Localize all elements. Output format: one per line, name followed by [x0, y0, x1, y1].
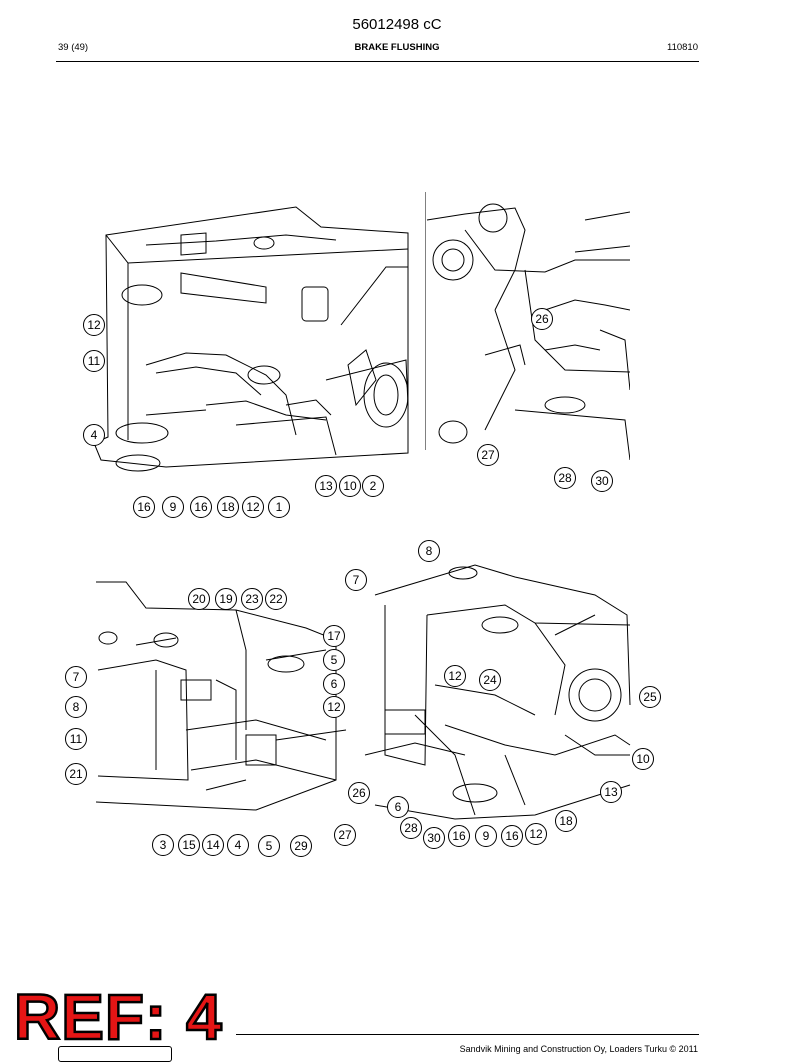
ref-stamp: REF: 4: [13, 981, 223, 1053]
callout-top-left-16b: 16: [190, 496, 212, 518]
header-rule: [56, 61, 699, 62]
document-code: 56012498 cC: [352, 16, 442, 33]
callout-top-right-28: 28: [554, 467, 576, 489]
callout-bottom-left-14: 14: [202, 834, 224, 856]
callout-top-left-12b: 12: [242, 496, 264, 518]
figure-bottom-left: [96, 580, 356, 820]
machine-drawing-top-right: [425, 190, 630, 465]
callout-bottom-left-4: 4: [227, 834, 249, 856]
footer-company-text: Sandvik Mining and Construction Oy, Load…: [459, 1044, 698, 1054]
machine-drawing-bottom-left: [96, 580, 356, 820]
callout-bottom-left-15: 15: [178, 834, 200, 856]
callout-top-right-30: 30: [591, 470, 613, 492]
callout-bottom-right-10: 10: [632, 748, 654, 770]
callout-bottom-left-3: 3: [152, 834, 174, 856]
footer-rule: [236, 1034, 699, 1035]
callout-top-left-9: 9: [162, 496, 184, 518]
callout-top-left-1: 1: [268, 496, 290, 518]
figure-top-left: [86, 205, 411, 495]
callout-bottom-left-29: 29: [290, 835, 312, 857]
figure-top-right: [425, 190, 630, 465]
machine-drawing-top-left: [86, 205, 409, 472]
page-number: 39 (49): [58, 42, 89, 53]
machine-drawing-bottom-right: [355, 555, 635, 830]
date-code: 110810: [667, 42, 698, 53]
callout-top-left-16a: 16: [133, 496, 155, 518]
callout-bottom-left-21: 21: [65, 763, 87, 785]
callout-bottom-left-7: 7: [65, 666, 87, 688]
callout-bottom-right-30: 30: [423, 827, 445, 849]
callout-bottom-right-25: 25: [639, 686, 661, 708]
section-title: BRAKE FLUSHING: [354, 42, 440, 53]
figure-bottom-right: [355, 555, 635, 830]
callout-bottom-left-5b: 5: [258, 835, 280, 857]
callout-bottom-left-8: 8: [65, 696, 87, 718]
callout-bottom-left-11: 11: [65, 728, 87, 750]
callout-top-left-18: 18: [217, 496, 239, 518]
callout-bottom-left-27: 27: [334, 824, 356, 846]
